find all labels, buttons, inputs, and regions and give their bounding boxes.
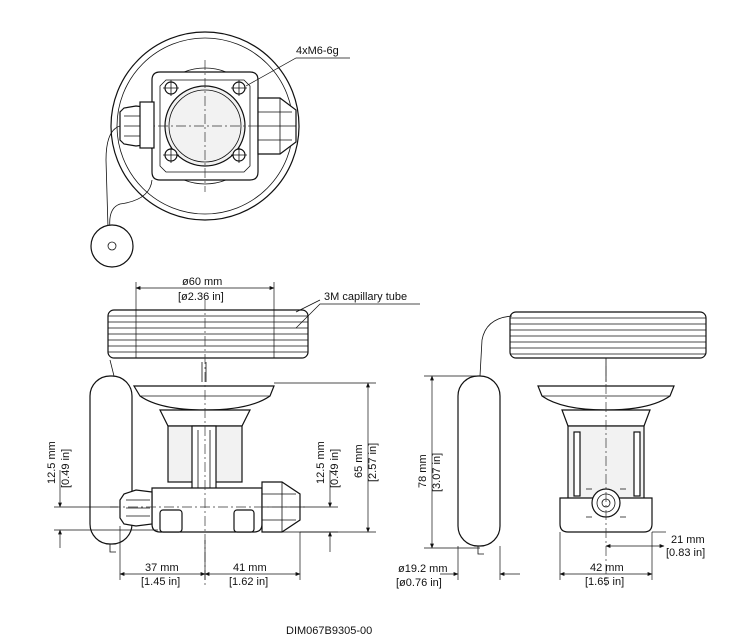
dim-42-inch-label: [1.65 in]	[585, 576, 624, 588]
sensing-bulb	[90, 224, 134, 268]
bolt-hole-icon	[163, 80, 247, 163]
dim-12-5-right-label: 12.5 mm	[315, 441, 327, 484]
dim-65-inch-label: [2.57 in]	[367, 443, 379, 482]
dim-41-inch-label: [1.62 in]	[229, 576, 268, 588]
side-bulb	[457, 375, 501, 547]
thread-label: 4xM6-6g	[296, 45, 339, 57]
dim-41-label: 41 mm	[233, 562, 267, 574]
dim-19-2-inch-label: [ø0.76 in]	[396, 577, 442, 589]
capillary-coil	[107, 309, 309, 359]
side-capillary-coil	[509, 311, 707, 359]
dim-78-inch-label: [3.07 in]	[431, 453, 443, 492]
dim-21-inch-label: [0.83 in]	[666, 547, 705, 559]
diameter-60-label: ø60 mm	[182, 276, 222, 288]
top-view: 4xM6-6g	[90, 31, 350, 268]
dim-78-label: 78 mm	[417, 454, 429, 488]
dim-12-5-left-label: 12.5 mm	[46, 441, 58, 484]
dim-42-label: 42 mm	[590, 562, 624, 574]
capillary-label: 3M capillary tube	[324, 291, 407, 303]
dim-12-5-right-inch-label: [0.49 in]	[329, 449, 341, 488]
diameter-60-inch-label: [ø2.36 in]	[178, 291, 224, 303]
dim-37-inch-label: [1.45 in]	[141, 576, 180, 588]
dim-19-2-label: ø19.2 mm	[398, 563, 448, 575]
dim-12-5-left-inch-label: [0.49 in]	[60, 449, 72, 488]
dim-21-label: 21 mm	[671, 534, 705, 546]
front-view: TE ø60 mm [ø2.36 in] 3M capillary tube 1…	[46, 276, 420, 588]
dim-65-label: 65 mm	[353, 444, 365, 478]
dim-37-label: 37 mm	[145, 562, 179, 574]
drawing-number: DIM067B9305-00	[286, 625, 372, 637]
side-view: 78 mm [3.07 in] ø19.2 mm [ø0.76 in] 42 m…	[396, 311, 707, 589]
